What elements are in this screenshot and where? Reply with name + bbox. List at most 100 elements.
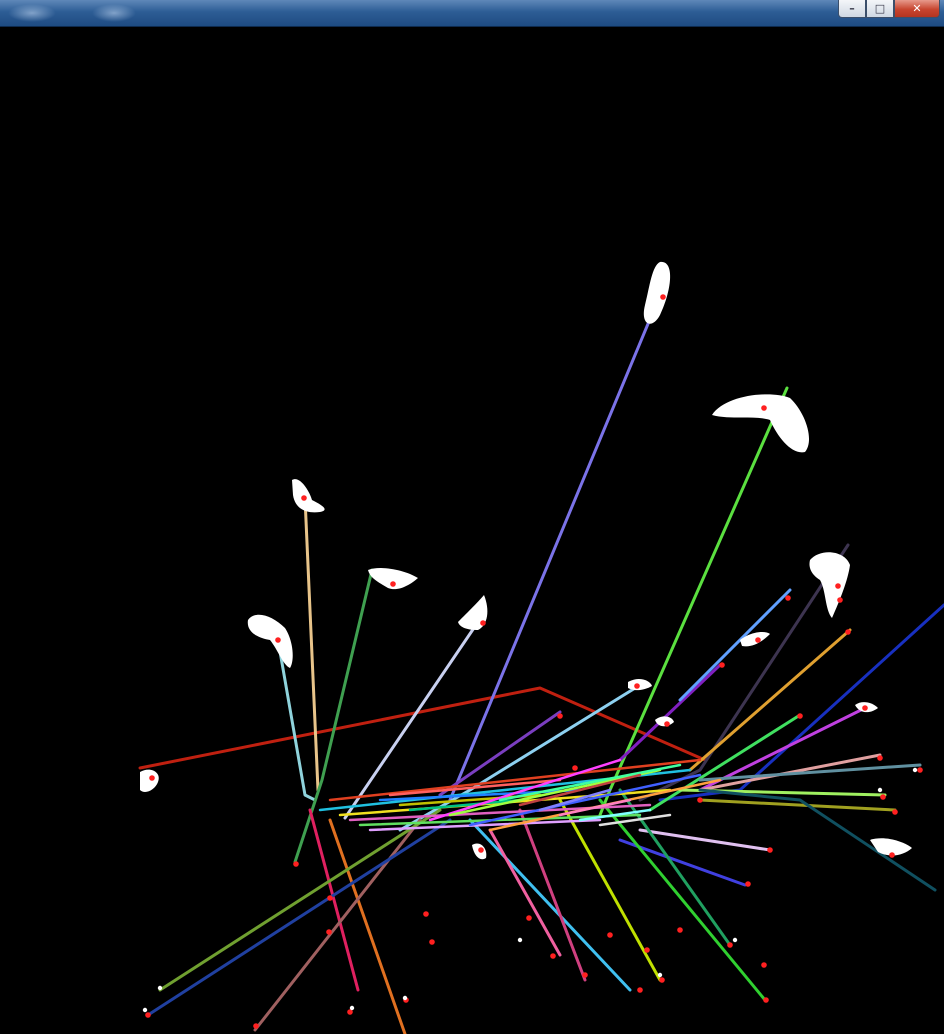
centroid-marker [390,581,396,587]
track-segment [498,763,682,802]
tracked-object-speck [517,937,523,943]
tracking-view [0,27,944,1034]
track-segment [578,808,652,822]
track-2 [276,638,317,802]
track-segment [428,758,622,822]
centroid-marker [480,620,486,626]
track-23 [328,818,407,1034]
centroid-marker [644,947,650,953]
tracked-object-blob [247,614,293,668]
tracked-object-blob [458,595,488,630]
track-13 [698,706,867,792]
tracking-canvas [138,261,944,1034]
tracked-object-blob [809,552,850,618]
track-1 [138,686,707,770]
app-icon [8,4,56,22]
centroid-marker [526,915,532,921]
track-18 [698,798,897,812]
track-segment [358,813,642,827]
tracked-object-speck [402,995,408,1001]
track-19 [698,788,937,892]
centroid-marker [862,705,868,711]
track-25 [158,808,442,992]
track-5 [343,620,480,820]
track-26 [146,818,452,1017]
tracked-object-blob [740,632,770,647]
centroid-marker [293,861,299,867]
track-segment [558,798,632,817]
track-34 [618,788,732,947]
tracked-object-blob [140,769,159,793]
close-icon: ✕ [912,2,922,15]
track-4 [293,568,374,864]
centroid-marker [745,881,751,887]
centroid-marker [719,662,725,668]
tracked-object-speck [157,985,163,991]
track-14 [648,713,802,812]
centroid-marker [763,997,769,1003]
centroid-marker [845,629,851,635]
centroid-marker [797,713,803,719]
tracked-object-speck [877,787,883,793]
track-16 [698,763,922,782]
centroid-marker [659,977,665,983]
tracked-object-speck [732,937,738,943]
maximize-icon: □ [874,2,886,15]
centroid-marker [660,294,666,300]
centroid-marker [664,721,670,727]
centroid-marker [301,495,307,501]
centroid-marker [880,794,886,800]
track-segment [368,818,602,832]
track-20 [638,828,772,852]
centroid-marker [478,847,484,853]
centroid-marker [634,683,640,689]
track-segment [538,788,612,812]
track-22 [308,808,360,992]
centroid-marker [557,713,563,719]
maximize-button[interactable]: □ [866,0,894,18]
centroid-marker [423,911,429,917]
track-6 [448,293,662,802]
track-32 [678,588,792,702]
track-10 [638,543,850,802]
tracked-object-blob [292,479,325,513]
track-33 [518,808,587,982]
centroid-marker [550,953,556,959]
centroid-marker [917,767,923,773]
app-icon-secondary [92,4,136,22]
centroid-marker [572,765,578,771]
centroid-marker [767,847,773,853]
centroid-marker [837,597,843,603]
track-9 [438,710,562,797]
track-11 [688,628,852,772]
track-segment [328,758,702,802]
track-3 [303,496,320,792]
centroid-marker [889,852,895,858]
centroid-marker [877,755,883,761]
centroid-marker [697,797,703,803]
centroid-marker [149,775,155,781]
tracked-object-blob [712,394,810,453]
centroid-marker [607,932,613,938]
track-30 [558,798,662,982]
track-31 [618,663,722,762]
centroid-marker [785,595,791,601]
tracked-object-blob [870,838,912,856]
track-27 [468,818,632,992]
centroid-marker [582,972,588,978]
centroid-marker [727,942,733,948]
tracked-object-speck [912,767,918,773]
track-29 [598,798,767,1002]
tracked-object-blob [628,679,652,691]
tracked-object-speck [657,972,663,978]
centroid-marker [145,1012,151,1018]
track-segment [388,778,562,797]
minimize-button[interactable]: – [838,0,866,18]
tracked-object-speck [349,1005,355,1011]
close-button[interactable]: ✕ [894,0,940,18]
centroid-marker [835,583,841,589]
centroid-marker [327,895,333,901]
track-segment [598,813,672,827]
centroid-marker [429,939,435,945]
track-segment [408,798,522,812]
